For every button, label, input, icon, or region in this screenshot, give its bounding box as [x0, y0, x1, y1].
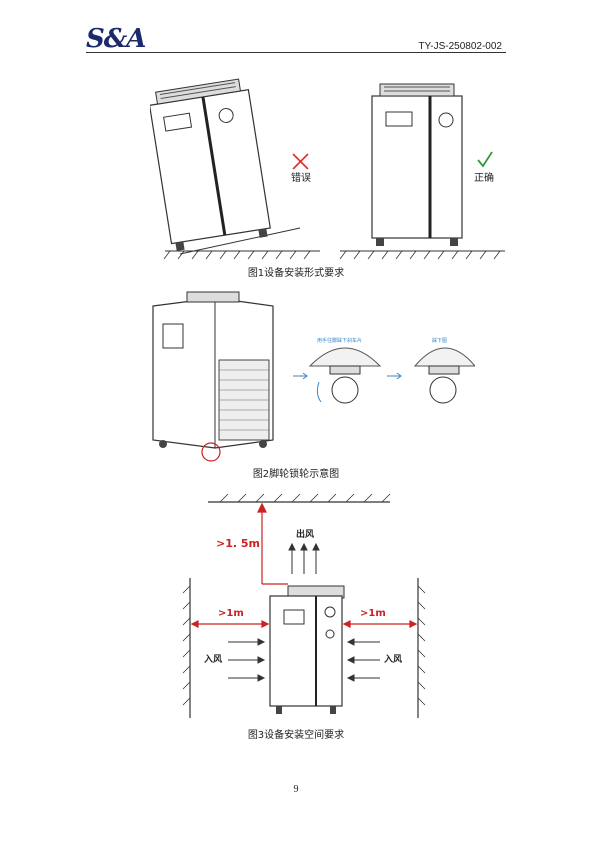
- figure1-caption: 图1设备安装形式要求: [247, 268, 345, 279]
- left-clearance-label: >1m: [218, 608, 244, 619]
- ceiling: [208, 493, 391, 503]
- figure3-clearance-diagram: >1. 5m 出风 >1m >1m 入风 入风: [182, 493, 426, 718]
- outlet-arrows: [288, 542, 320, 574]
- ground-wrong: [163, 227, 320, 260]
- step1-note: 用手往脚踩下刹车片: [317, 337, 362, 344]
- caster-highlight-circle: [201, 442, 221, 462]
- figure1-installation-orientation: 错误 正确: [150, 78, 505, 260]
- chiller-unit-front: [269, 585, 345, 714]
- wrong-label: 错误: [291, 171, 311, 184]
- chiller-unit-iso: [152, 291, 274, 462]
- document-number: TY-JS-250802-002: [418, 41, 502, 52]
- header-divider: [86, 52, 506, 53]
- left-wall: [182, 578, 191, 718]
- side-clearance-dimensions: [190, 620, 418, 628]
- check-icon: [477, 151, 493, 168]
- step-arrows: [293, 372, 402, 380]
- page-number: 9: [293, 784, 299, 795]
- figure2-caster-lock: 用手往脚踩下刹车片 踩下图: [152, 291, 475, 462]
- top-clearance-dimension: [257, 502, 288, 585]
- wrong-x-icon: [292, 153, 309, 170]
- tilted-chiller-unit: [150, 78, 271, 251]
- left-inlet-label: 入风: [203, 654, 222, 665]
- ground-right: [339, 250, 505, 260]
- caster-step1: [308, 347, 382, 404]
- step2-note: 踩下图: [432, 338, 447, 344]
- right-wall: [417, 578, 426, 718]
- caster-step2: [413, 347, 475, 404]
- upright-chiller-unit: [371, 83, 463, 246]
- top-clearance-label: >1. 5m: [216, 537, 260, 550]
- figure2-caption: 图2脚轮锁轮示意图: [252, 469, 340, 480]
- company-logo: S&A: [86, 24, 146, 54]
- right-label: 正确: [474, 171, 494, 184]
- right-inlet-label: 入风: [383, 654, 402, 665]
- outlet-label: 出风: [296, 528, 314, 540]
- right-clearance-label: >1m: [360, 608, 386, 619]
- figure3-caption: 图3设备安装空间要求: [247, 730, 345, 741]
- inlet-arrows: [228, 638, 380, 682]
